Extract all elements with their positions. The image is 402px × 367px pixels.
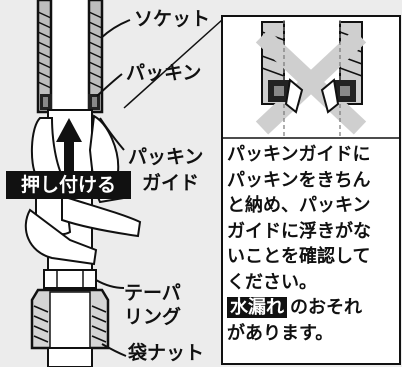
callout-line — [123, 19, 223, 109]
taper-ring — [43, 269, 97, 289]
note-line: ください。 — [227, 271, 317, 293]
socket-label: ソケット — [134, 8, 211, 30]
water-leak-warning: 水漏れ — [227, 297, 287, 318]
packing-guide-label-line2: ガイド — [142, 172, 200, 194]
taper-ring-label-line2: リング — [124, 306, 182, 328]
bag-nut-label: 袋ナット — [128, 342, 205, 364]
push-arrow — [56, 118, 82, 172]
warning-text: のおそれ — [290, 297, 362, 318]
warning-line: 水漏れのおそれ — [227, 295, 399, 321]
note-line: いことを確認して — [227, 246, 371, 267]
warning-line-2: があります。 — [227, 322, 334, 344]
bag-nut — [30, 288, 110, 367]
push-label: 押し付ける — [6, 171, 131, 199]
note-line: パッキンガイドに — [227, 144, 371, 165]
note-line: と納め、パッキン — [227, 195, 371, 216]
instruction-note: パッキンガイドに パッキンをきちん と納め、パッキン ガイドに浮きがな いことを… — [227, 142, 399, 346]
leader-lines — [95, 19, 131, 357]
packing-guide-label-line1: パッキン — [128, 146, 204, 168]
packing-label: パッキン — [126, 62, 202, 84]
packing — [40, 94, 100, 110]
note-line: ガイドに浮きがな — [227, 220, 371, 242]
taper-ring-label-line1: テーパ — [124, 282, 181, 304]
socket-pipe — [36, 0, 104, 114]
detail-inset — [221, 15, 401, 365]
note-line: パッキンをきちん — [227, 169, 371, 191]
